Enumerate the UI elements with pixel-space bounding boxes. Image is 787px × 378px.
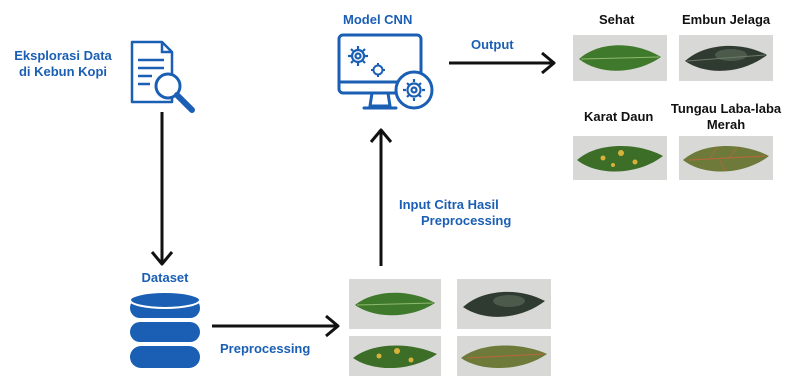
database-icon [129,291,201,368]
exploration-label: Eksplorasi Data di Kebun Kopi [14,48,112,79]
preprocessed-image-karat-daun [349,336,441,376]
class-label-sehat: Sehat [599,12,635,27]
gear-icon [403,79,425,101]
class-label-karat-daun: Karat Daun [584,109,654,124]
computer-gears-icon [337,33,434,110]
output-label: Output [471,37,514,52]
preprocessed-image-sehat [349,279,441,329]
gear-icon [371,63,385,77]
leaf-image-sehat [573,35,667,81]
dataset-label: Dataset [141,270,189,285]
leaf-image-tungau [679,136,773,180]
preprocessed-image-embun-jelaga [457,279,551,329]
model-label: Model CNN [343,12,413,27]
preprocessed-image-tungau [457,336,551,376]
class-label-embun-jelaga: Embun Jelaga [682,12,771,27]
class-label-tungau: Tungau Laba-laba Merah [670,101,782,132]
gear-icon [348,46,368,66]
leaf-image-karat-daun [573,136,667,180]
input-label: Input Citra Hasil Preprocessing [399,197,512,228]
document-search-icon [130,40,195,113]
leaf-image-embun-jelaga [679,35,773,81]
preprocessing-label: Preprocessing [220,341,311,356]
